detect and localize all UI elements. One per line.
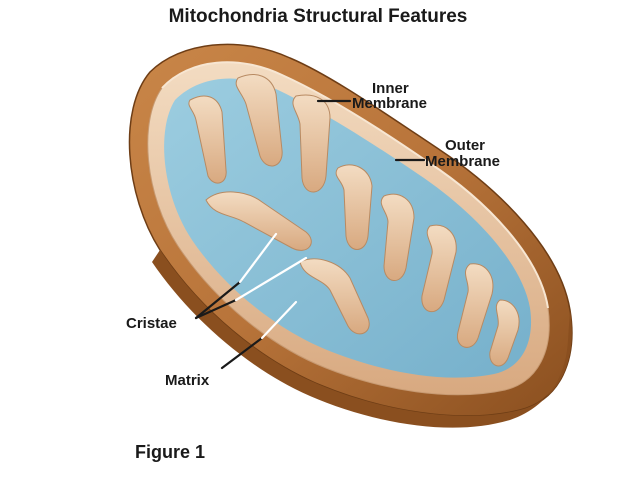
cristae-leader-1 — [194, 280, 242, 320]
cristae-folds — [188, 74, 520, 367]
inner-membrane-edge — [161, 61, 549, 309]
diagram-title: Mitochondria Structural Features — [169, 6, 468, 27]
outer-membrane-side — [152, 250, 572, 428]
matrix-leader — [220, 336, 264, 370]
cristae-label: Cristae — [126, 315, 177, 332]
cristae-leader-2 — [194, 298, 238, 320]
outer-membrane-label-line1: Outer — [445, 137, 485, 154]
cristae-leader-1-light — [238, 232, 278, 284]
matrix-label: Matrix — [165, 372, 210, 389]
outer-membrane-label-line2: Membrane — [425, 153, 500, 170]
inner-membrane-label-line2: Membrane — [352, 95, 427, 112]
figure-caption: Figure 1 — [135, 442, 205, 462]
cristae-leader-2-light — [234, 256, 308, 302]
inner-membrane-label-line1: Inner — [372, 80, 409, 97]
matrix-leader-light — [260, 300, 298, 340]
